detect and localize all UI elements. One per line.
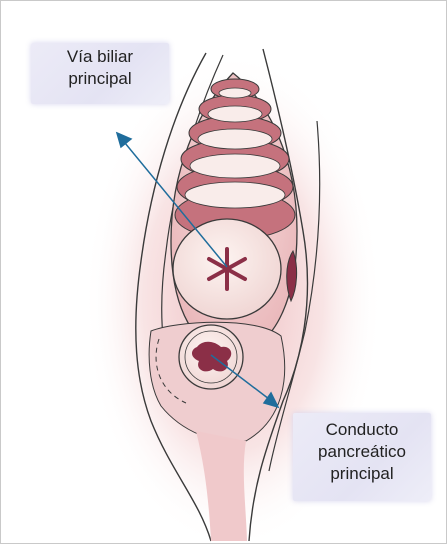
pancreatic-duct-label-line3: principal (293, 463, 431, 485)
pancreatic-duct-label-line2: pancreático (293, 441, 431, 463)
bile-duct-label-line1: Vía biliar (31, 46, 169, 68)
pancreatic-duct-label: Conducto pancreático principal (293, 413, 431, 501)
pancreatic-duct-label-line1: Conducto (293, 419, 431, 441)
bile-duct-label-line2: principal (31, 68, 169, 90)
bile-duct-label: Vía biliar principal (31, 43, 169, 104)
